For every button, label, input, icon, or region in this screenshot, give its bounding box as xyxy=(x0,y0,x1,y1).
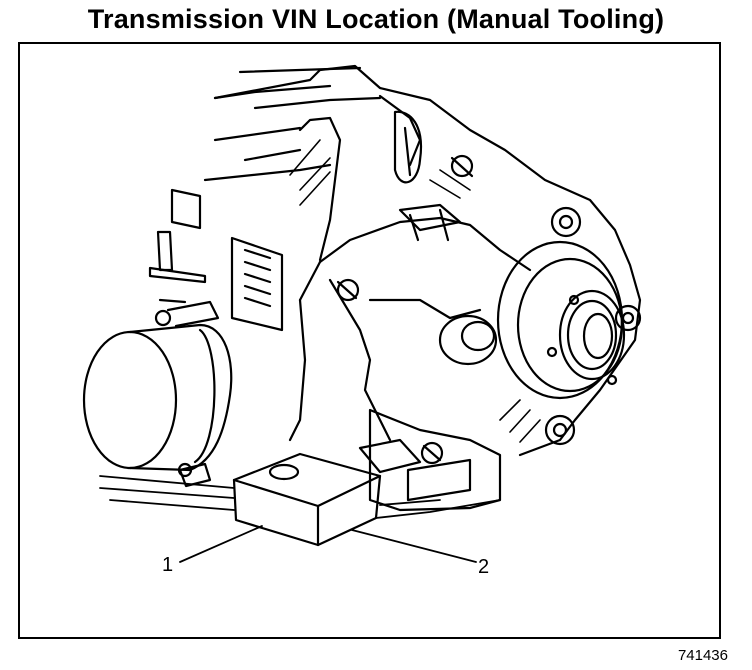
callout-1-leader xyxy=(179,525,263,563)
illustration-frame xyxy=(18,42,721,639)
output-cylinder xyxy=(82,323,233,488)
id-label-plate xyxy=(230,236,284,332)
diagram-title: Transmission VIN Location (Manual Toolin… xyxy=(87,4,665,34)
pan-lines xyxy=(99,475,501,519)
callout-1-label: 1 xyxy=(162,554,174,576)
callout-2-leader xyxy=(351,529,477,563)
lower-mount xyxy=(358,408,502,512)
figure-id: 741436 xyxy=(677,647,728,664)
transmission-housing xyxy=(203,64,642,457)
callout-leaders xyxy=(179,525,477,563)
callout-2-label: 2 xyxy=(478,556,490,578)
left-bracket xyxy=(148,188,220,328)
right-flange xyxy=(496,206,642,446)
main-body xyxy=(288,154,532,442)
housing-hatching xyxy=(289,139,541,443)
